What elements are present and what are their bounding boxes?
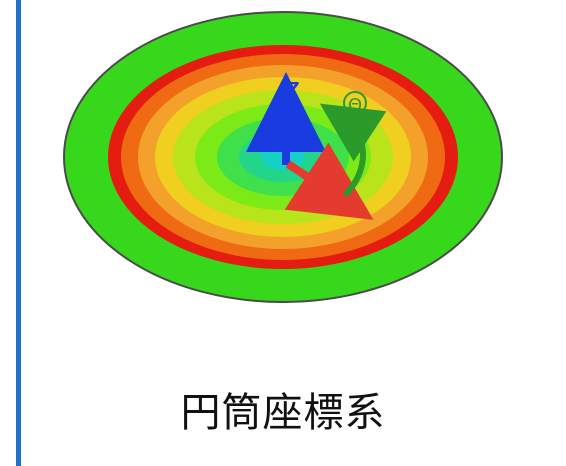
cylindrical-coordinate-illustration: Z R Θ <box>63 11 503 303</box>
theta-arc-arrow <box>319 103 387 198</box>
z-axis-label: Z <box>281 76 300 109</box>
theta-label-circle <box>343 91 367 115</box>
theta-axis-label: Θ <box>348 95 362 116</box>
accent-bar <box>16 0 21 466</box>
caption-title: 円筒座標系 <box>180 390 386 436</box>
r-axis-arrow <box>284 142 374 220</box>
